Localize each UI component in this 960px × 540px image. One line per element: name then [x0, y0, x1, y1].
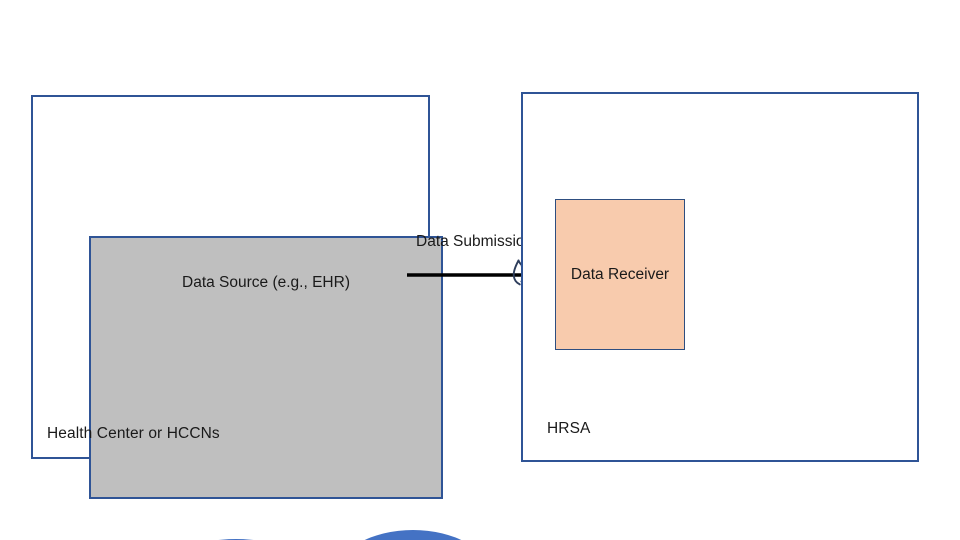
- data-receiver-node[interactable]: Data Receiver: [555, 199, 685, 350]
- trust-service-provider-node[interactable]: Trust Service Provider: [337, 530, 489, 540]
- health-center-container: Data Source (e.g., EHR) Data Submitter T…: [31, 95, 489, 540]
- data-source-label: Data Source (e.g., EHR): [182, 274, 350, 291]
- data-receiver-label: Data Receiver: [570, 265, 670, 283]
- data-submission-label: Data Submission: [416, 233, 534, 250]
- data-source-box: Data Source (e.g., EHR) Data Submitter T…: [89, 236, 489, 540]
- health-center-container-label: Health Center or HCCNs: [47, 425, 220, 442]
- hrsa-container-label: HRSA: [547, 420, 591, 437]
